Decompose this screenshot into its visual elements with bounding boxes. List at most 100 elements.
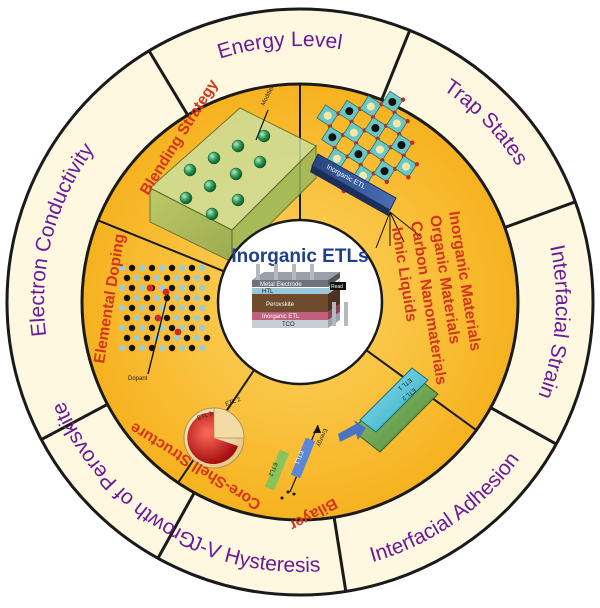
device-callout: Read	[331, 284, 343, 290]
lattice-atom	[148, 324, 156, 332]
crystal-center	[380, 167, 389, 176]
dopant-callout: Dopant	[128, 376, 148, 382]
bilayer-bar-etl2: ETL2	[267, 461, 278, 477]
lattice-atom	[158, 344, 166, 352]
ring-separator	[504, 200, 576, 229]
crystal-center	[328, 133, 337, 142]
lattice-atom	[118, 304, 126, 312]
crystal-center	[392, 119, 401, 128]
lattice-atom	[168, 324, 176, 332]
lattice-atom	[178, 304, 186, 312]
lattice-atom	[183, 274, 191, 282]
modifier-particle	[253, 155, 267, 169]
lattice-atom	[128, 284, 136, 292]
lattice-atom	[198, 324, 206, 332]
lattice-atom	[128, 304, 136, 312]
lattice-atom	[198, 284, 206, 292]
crystal-anion	[414, 162, 420, 167]
crystal-center	[359, 171, 368, 180]
lattice-atom	[158, 264, 166, 272]
bilayer-bar-etl1: ETL1	[293, 449, 304, 465]
device-stack-illustration: Metal Electrode HTL Perovskite Inorganic…	[252, 264, 348, 328]
lattice-atom	[178, 284, 186, 292]
coreshell-etl2-label: ETL 2	[225, 397, 243, 408]
lattice-atom	[123, 274, 131, 282]
crystal-center	[349, 128, 358, 137]
lattice-atom	[118, 324, 126, 332]
lattice-atom	[118, 344, 126, 352]
perovskite-crystal-illustration	[316, 90, 420, 194]
lattice-atom	[203, 274, 211, 282]
lattice-atom	[183, 314, 191, 322]
crystal-anion	[406, 175, 411, 180]
crystal-anion	[410, 140, 415, 145]
ring-separator	[332, 517, 348, 592]
lattice-atom	[178, 264, 186, 272]
crystal-center	[332, 154, 341, 163]
lattice-atom	[188, 324, 196, 332]
lattice-atom	[138, 324, 146, 332]
lattice-atom	[133, 334, 141, 342]
lattice-atom	[123, 314, 131, 322]
crystal-center	[375, 145, 384, 154]
lattice-atom	[188, 284, 196, 292]
modifier-particle	[229, 167, 243, 181]
lattice-atom	[193, 314, 201, 322]
lattice-atom	[183, 334, 191, 342]
lattice-atom	[143, 294, 151, 302]
modifier-particle	[207, 151, 221, 165]
lattice-atom	[168, 304, 176, 312]
layer-tco: TCO	[282, 322, 295, 328]
lattice-atom	[143, 314, 151, 322]
lattice-atom	[203, 314, 211, 322]
ring-separator	[147, 50, 190, 116]
coreshell-etl1-label: ETL 1	[197, 411, 215, 422]
lattice-atom	[143, 334, 151, 342]
lattice-atom	[138, 264, 146, 272]
bilayer-energy-diagram: Energy ETL1 ETL2	[264, 424, 328, 500]
crystal-center	[402, 162, 411, 171]
lattice-atom	[173, 274, 181, 282]
lattice-atom	[118, 284, 126, 292]
modifier-particle	[231, 139, 245, 153]
bilayer-arrow	[338, 420, 366, 442]
lattice-atom	[148, 304, 156, 312]
crystal-anion	[384, 179, 390, 185]
lattice-atom	[193, 274, 201, 282]
lattice-atom	[178, 344, 186, 352]
lattice-atom	[163, 314, 171, 322]
lattice-atom	[188, 344, 196, 352]
dopant-lattice-illustration	[118, 264, 211, 352]
center-title: Inorganic ETLs	[231, 246, 368, 267]
lattice-atom	[133, 274, 141, 282]
crystal-center	[397, 141, 406, 150]
bilayer-slab-illustration: ETL 2 ETL 1	[351, 367, 439, 453]
ring-separator	[156, 491, 196, 559]
crystal-center	[388, 97, 397, 106]
lattice-atom	[173, 334, 181, 342]
lattice-atom	[133, 314, 141, 322]
ring-separator	[40, 403, 109, 441]
lattice-atom	[203, 334, 211, 342]
dopant-atom	[162, 288, 170, 296]
sector-separator	[97, 219, 225, 273]
layer-perovskite: Perovskite	[266, 302, 295, 308]
lattice-atom	[138, 284, 146, 292]
modifier-particle	[203, 179, 217, 193]
crystal-center	[354, 150, 363, 159]
lattice-atom	[163, 274, 171, 282]
crystal-center	[323, 111, 332, 120]
lattice-atom	[123, 334, 131, 342]
lattice-atom	[153, 274, 161, 282]
modifier-particle	[205, 207, 219, 221]
ring-separator	[489, 406, 557, 446]
lattice-atom	[133, 294, 141, 302]
crystal-center	[371, 124, 380, 133]
lattice-atom	[173, 314, 181, 322]
lattice-atom	[138, 344, 146, 352]
lattice-atom	[203, 294, 211, 302]
lattice-atom	[168, 284, 176, 292]
core-shell-illustration: ETL 2 ETL 1	[183, 397, 245, 469]
dopant-atom	[154, 314, 162, 322]
lattice-atom	[163, 334, 171, 342]
